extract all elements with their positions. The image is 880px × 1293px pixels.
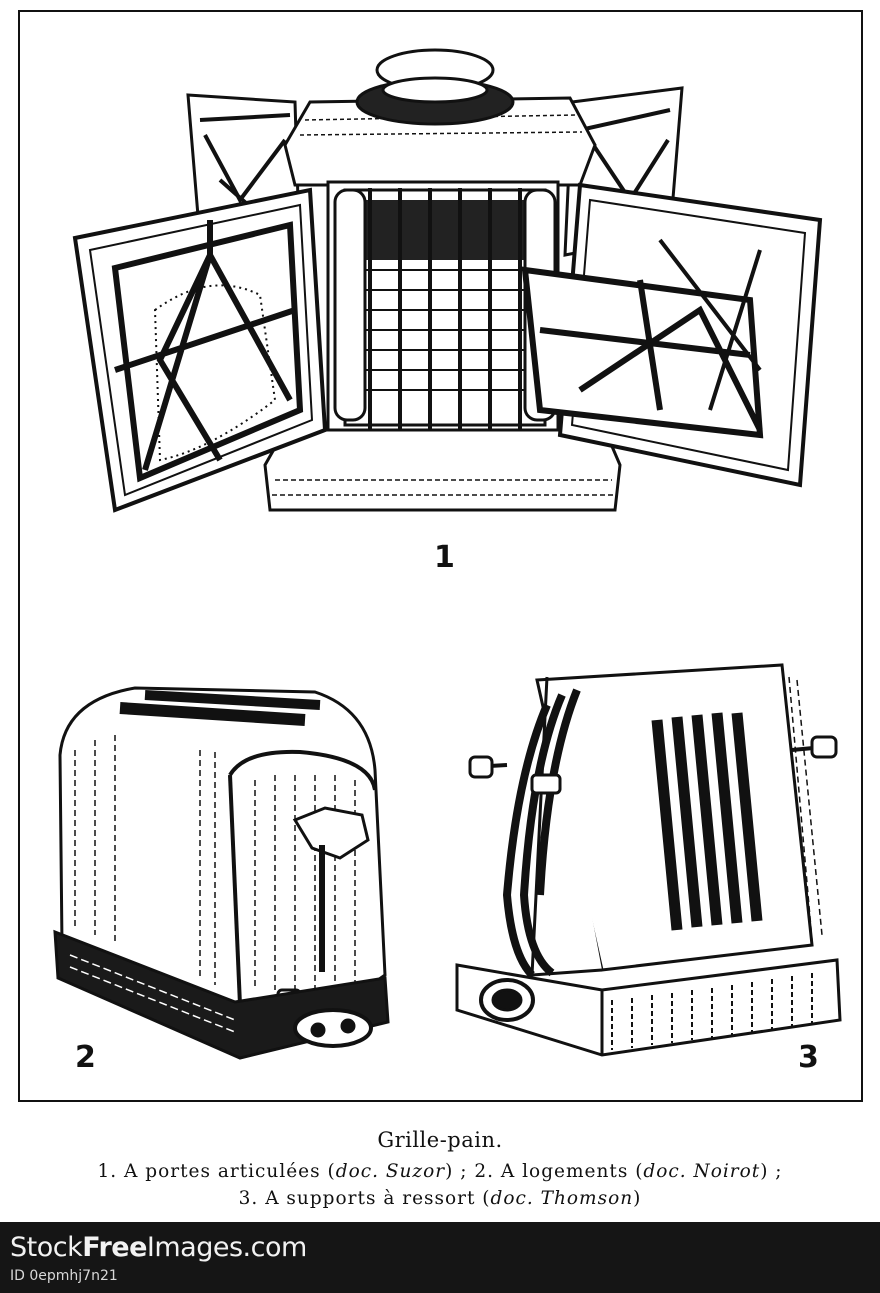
caption-line-2: 3. A supports à ressort (doc. Thomson) xyxy=(0,1185,880,1212)
caption: Grille-pain. 1. A portes articulées (doc… xyxy=(0,1128,880,1212)
caption-doc-suzor: doc. Suzor xyxy=(335,1161,446,1182)
caption-doc-noirot: doc. Noirot xyxy=(643,1161,761,1182)
caption-doc-thomson: doc. Thomson xyxy=(490,1188,634,1209)
brand-part-stock: Stock xyxy=(10,1232,83,1263)
caption-line-1-part-2: ) ; 2. A logements ( xyxy=(445,1161,644,1182)
figure-1-hinged-door-toaster xyxy=(72,48,823,513)
figure-3-spring-support-toaster xyxy=(455,663,842,1057)
caption-title: Grille-pain. xyxy=(377,1128,503,1152)
brand-part-images: Images.com xyxy=(146,1232,307,1263)
caption-line-2-part-2: ) xyxy=(633,1188,642,1209)
caption-line-2-part-1: 3. A supports à ressort ( xyxy=(238,1188,491,1209)
figure-3-number: 3 xyxy=(798,1040,819,1075)
footer-bar: StockFreeImages.com ID 0epmhj7n21 xyxy=(0,1222,880,1293)
brand-logo[interactable]: StockFreeImages.com xyxy=(10,1232,307,1263)
caption-line-1-part-1: 1. A portes articulées ( xyxy=(97,1161,336,1182)
figure-2-number: 2 xyxy=(75,1040,96,1075)
figure-1-number: 1 xyxy=(434,540,455,575)
figure-2-slot-toaster xyxy=(53,686,390,1060)
caption-line-1: 1. A portes articulées (doc. Suzor) ; 2.… xyxy=(0,1158,880,1185)
brand-part-free: Free xyxy=(82,1232,147,1263)
image-id-label: ID 0epmhj7n21 xyxy=(10,1268,118,1284)
caption-line-1-part-3: ) ; xyxy=(760,1161,783,1182)
